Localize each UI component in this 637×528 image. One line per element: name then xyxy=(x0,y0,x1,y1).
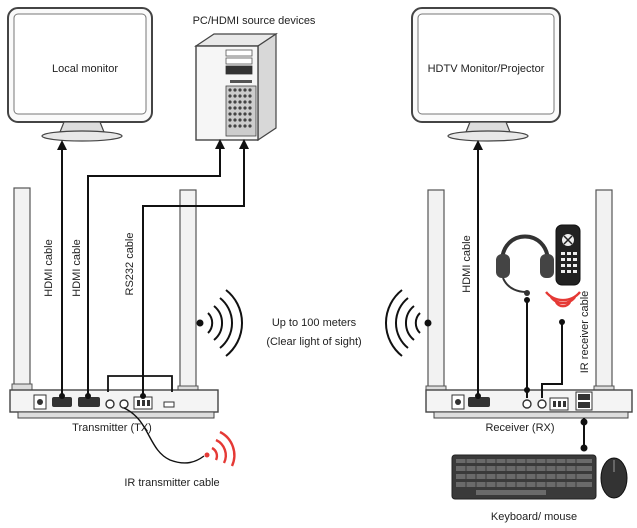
ir-transmitter-cable-label: IR transmitter cable xyxy=(124,477,219,489)
rx-antenna-left xyxy=(427,189,445,391)
tx-ir-port-2 xyxy=(119,399,129,409)
pc-tower-icon xyxy=(194,32,278,142)
cables xyxy=(61,145,585,464)
transmitter-label: Transmitter (TX) xyxy=(72,422,152,434)
keyboard-mouse-label: Keyboard/ mouse xyxy=(491,511,577,523)
tx-usb-port xyxy=(163,401,175,408)
tx-ir-port-1 xyxy=(105,399,115,409)
hdtv-monitor: HDTV Monitor/Projector xyxy=(411,7,561,142)
remote-control-icon xyxy=(555,224,581,286)
tx-hdmi-port-2 xyxy=(78,397,100,407)
tx-hdmi-port-1 xyxy=(52,397,72,407)
local-monitor-label: Local monitor xyxy=(52,63,118,75)
cable-arrow-dots xyxy=(57,139,588,452)
ir-transmitter-signal-icon xyxy=(204,430,236,467)
local-monitor: Local monitor xyxy=(7,7,153,142)
keyboard-icon xyxy=(451,454,597,500)
ir-receiver-cable-label: IR receiver cable xyxy=(579,291,591,374)
hdtv-monitor-label: HDTV Monitor/Projector xyxy=(428,63,545,75)
rx-hdmi-port xyxy=(468,397,490,407)
wireless-signal-icon-tx xyxy=(196,289,243,357)
distance-label: Up to 100 meters xyxy=(272,317,357,329)
headset-icon xyxy=(496,234,554,296)
ir-receiver-signal-icon xyxy=(545,291,581,308)
line-of-sight-label: (Clear light of sight) xyxy=(266,336,361,348)
rx-ir-port-2 xyxy=(537,399,547,409)
source-devices-label: PC/HDMI source devices xyxy=(193,15,316,27)
transmitter-device xyxy=(9,187,219,419)
mouse-icon xyxy=(600,457,628,499)
rx-ir-port-1 xyxy=(522,399,532,409)
hdmi-cable-label-1: HDMI cable xyxy=(43,239,55,296)
receiver-device xyxy=(425,189,633,419)
wireless-signal-icon-rx xyxy=(385,289,432,357)
receiver-label: Receiver (RX) xyxy=(485,422,554,434)
hdmi-cable-label-rx: HDMI cable xyxy=(461,235,473,292)
tx-antenna-left xyxy=(13,187,31,389)
rx-antenna-right xyxy=(595,189,613,391)
tx-antenna-right xyxy=(179,189,197,391)
rs232-cable-label: RS232 cable xyxy=(124,233,136,296)
hdmi-cable-label-2: HDMI cable xyxy=(71,239,83,296)
